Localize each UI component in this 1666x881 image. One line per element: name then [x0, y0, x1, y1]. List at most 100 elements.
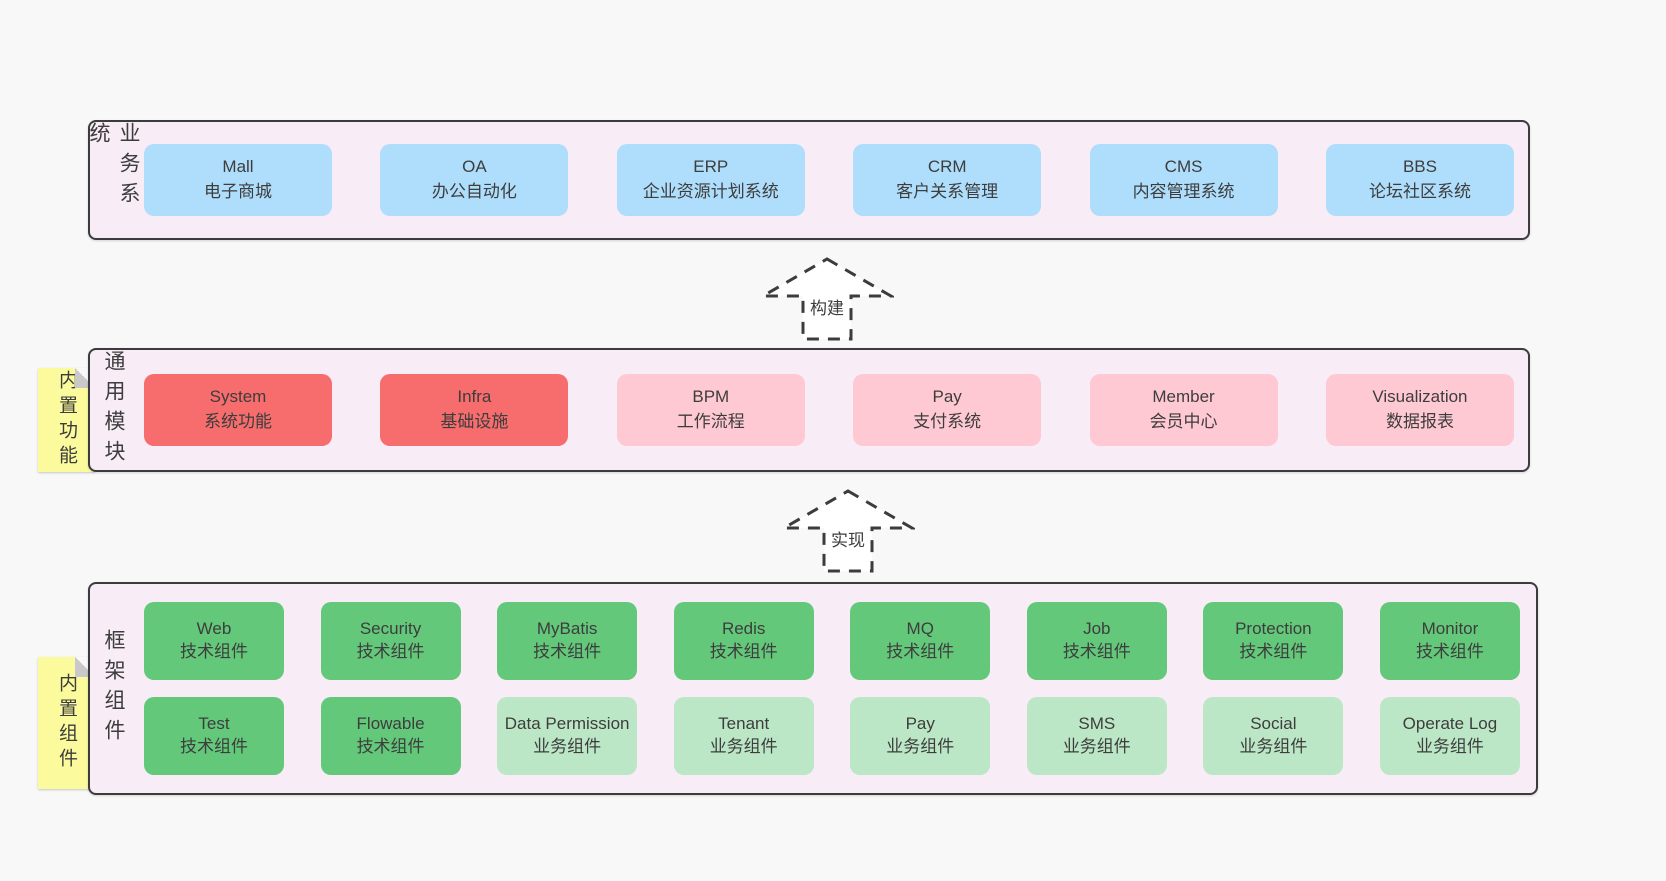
- box-erp: ERP 企业资源计划系统: [616, 144, 805, 216]
- box-subtitle: 办公自动化: [431, 182, 517, 201]
- box-pay-component: Pay 业务组件: [850, 697, 991, 776]
- box-title: Social: [1250, 714, 1297, 734]
- panel-vertical-label: 框架组件: [102, 628, 125, 749]
- box-web: Web 技术组件: [144, 601, 284, 680]
- box-subtitle: 企业资源计划系统: [642, 182, 779, 201]
- box-title: Member: [1152, 387, 1215, 407]
- box-bbs: BBS 论坛社区系统: [1325, 144, 1514, 216]
- box-oa: OA 办公自动化: [380, 144, 569, 216]
- box-subtitle: 基础设施: [440, 412, 509, 431]
- box-subtitle: 客户关系管理: [896, 182, 999, 201]
- box-title: Tenant: [718, 714, 770, 734]
- components-row-1: Web 技术组件 Security 技术组件 MyBatis 技术组件 Redi…: [144, 601, 1520, 680]
- box-title: SMS: [1078, 714, 1116, 734]
- box-title: MQ: [906, 618, 934, 638]
- box-subtitle: 业务组件: [709, 737, 778, 757]
- box-subtitle: 技术组件: [1062, 641, 1131, 661]
- box-subtitle: 技术组件: [180, 737, 248, 757]
- box-subtitle: 技术组件: [180, 641, 248, 661]
- arrow-label: 构建: [808, 293, 846, 319]
- box-bpm: BPM 工作流程: [616, 374, 805, 446]
- box-title: Data Permission: [504, 714, 630, 734]
- box-subtitle: 工作流程: [676, 412, 745, 431]
- box-infra: Infra 基础设施: [380, 374, 569, 446]
- box-mall: Mall 电子商城: [144, 144, 332, 216]
- box-subtitle: 支付系统: [913, 412, 982, 431]
- box-title: Flowable: [356, 714, 425, 734]
- build-arrow: 构建: [760, 256, 894, 342]
- box-test: Test 技术组件: [144, 697, 284, 776]
- box-subtitle: 业务组件: [1062, 737, 1131, 757]
- business-boxes-row: Mall 电子商城 OA 办公自动化 ERP 企业资源计划系统 CRM 客户关系…: [136, 122, 1528, 238]
- box-mq: MQ 技术组件: [850, 601, 991, 680]
- box-title: BBS: [1402, 157, 1437, 177]
- components-row-2: Test 技术组件 Flowable 技术组件 Data Permission …: [144, 697, 1520, 776]
- components-rows: Web 技术组件 Security 技术组件 MyBatis 技术组件 Redi…: [136, 584, 1536, 793]
- sticky-note-label: 内置组件: [56, 673, 77, 773]
- box-title: MyBatis: [536, 618, 598, 638]
- box-title: Protection: [1235, 618, 1312, 638]
- box-title: ERP: [693, 157, 729, 177]
- box-title: Pay: [932, 387, 962, 407]
- box-cms: CMS 内容管理系统: [1089, 144, 1278, 216]
- business-systems-panel: 业务系统 Mall 电子商城 OA 办公自动化 ERP 企业资源计划系统 CRM…: [87, 120, 1530, 240]
- box-operate-log: Operate Log 业务组件: [1379, 697, 1520, 776]
- box-subtitle: 电子商城: [204, 182, 272, 201]
- box-title: OA: [462, 157, 487, 177]
- box-protection: Protection 技术组件: [1203, 601, 1344, 680]
- box-security: Security 技术组件: [320, 601, 461, 680]
- box-subtitle: 技术组件: [356, 737, 425, 757]
- box-redis: Redis 技术组件: [673, 601, 814, 680]
- box-title: Web: [196, 618, 232, 638]
- box-subtitle: 数据报表: [1385, 412, 1454, 431]
- box-title: Infra: [457, 387, 492, 407]
- box-title: Job: [1083, 618, 1111, 638]
- box-subtitle: 业务组件: [886, 737, 955, 757]
- box-subtitle: 论坛社区系统: [1368, 182, 1471, 201]
- modules-boxes-row: System 系统功能 Infra 基础设施 BPM 工作流程 Pay 支付系统…: [136, 350, 1528, 470]
- box-title: Pay: [905, 714, 935, 734]
- box-subtitle: 技术组件: [356, 641, 425, 661]
- box-subtitle: 系统功能: [204, 412, 272, 431]
- box-subtitle: 会员中心: [1149, 412, 1218, 431]
- framework-components-panel: 框架组件 Web 技术组件 Security 技术组件 MyBatis 技术组件…: [88, 582, 1538, 795]
- box-title: Operate Log: [1402, 714, 1498, 734]
- box-subtitle: 技术组件: [1239, 641, 1308, 661]
- panel-vertical-label: 通用模块: [102, 350, 125, 470]
- box-subtitle: 内容管理系统: [1132, 182, 1235, 201]
- box-visualization: Visualization 数据报表: [1325, 374, 1514, 446]
- box-flowable: Flowable 技术组件: [320, 697, 461, 776]
- box-sms: SMS 业务组件: [1026, 697, 1167, 776]
- box-subtitle: 技术组件: [709, 641, 778, 661]
- box-social: Social 业务组件: [1203, 697, 1344, 776]
- sticky-note-built-in-features: 内置功能: [38, 368, 95, 472]
- box-title: BPM: [692, 387, 730, 407]
- panel-vertical-label: 业务系统: [87, 122, 140, 212]
- box-title: CRM: [927, 157, 967, 177]
- box-mybatis: MyBatis 技术组件: [497, 601, 638, 680]
- arrow-label: 实现: [829, 525, 867, 551]
- box-subtitle: 技术组件: [1415, 641, 1484, 661]
- box-title: Redis: [721, 618, 766, 638]
- box-subtitle: 技术组件: [886, 641, 955, 661]
- box-title: Security: [359, 618, 422, 638]
- box-title: CMS: [1164, 157, 1203, 177]
- box-subtitle: 业务组件: [1239, 737, 1308, 757]
- box-title: System: [209, 387, 267, 407]
- sticky-note-built-in-components: 内置组件: [38, 657, 95, 789]
- box-monitor: Monitor 技术组件: [1379, 601, 1520, 680]
- box-subtitle: 业务组件: [533, 737, 602, 757]
- box-title: Visualization: [1372, 387, 1468, 407]
- box-title: Mall: [222, 157, 254, 177]
- box-crm: CRM 客户关系管理: [853, 144, 1042, 216]
- box-title: Monitor: [1421, 618, 1479, 638]
- box-tenant: Tenant 业务组件: [673, 697, 814, 776]
- box-subtitle: 业务组件: [1415, 737, 1484, 757]
- box-system: System 系统功能: [144, 374, 332, 446]
- box-data-permission: Data Permission 业务组件: [497, 697, 638, 776]
- box-subtitle: 技术组件: [533, 641, 602, 661]
- box-title: Test: [198, 714, 230, 734]
- sticky-note-label: 内置功能: [56, 370, 77, 470]
- implement-arrow: 实现: [781, 488, 915, 574]
- box-pay-system: Pay 支付系统: [853, 374, 1042, 446]
